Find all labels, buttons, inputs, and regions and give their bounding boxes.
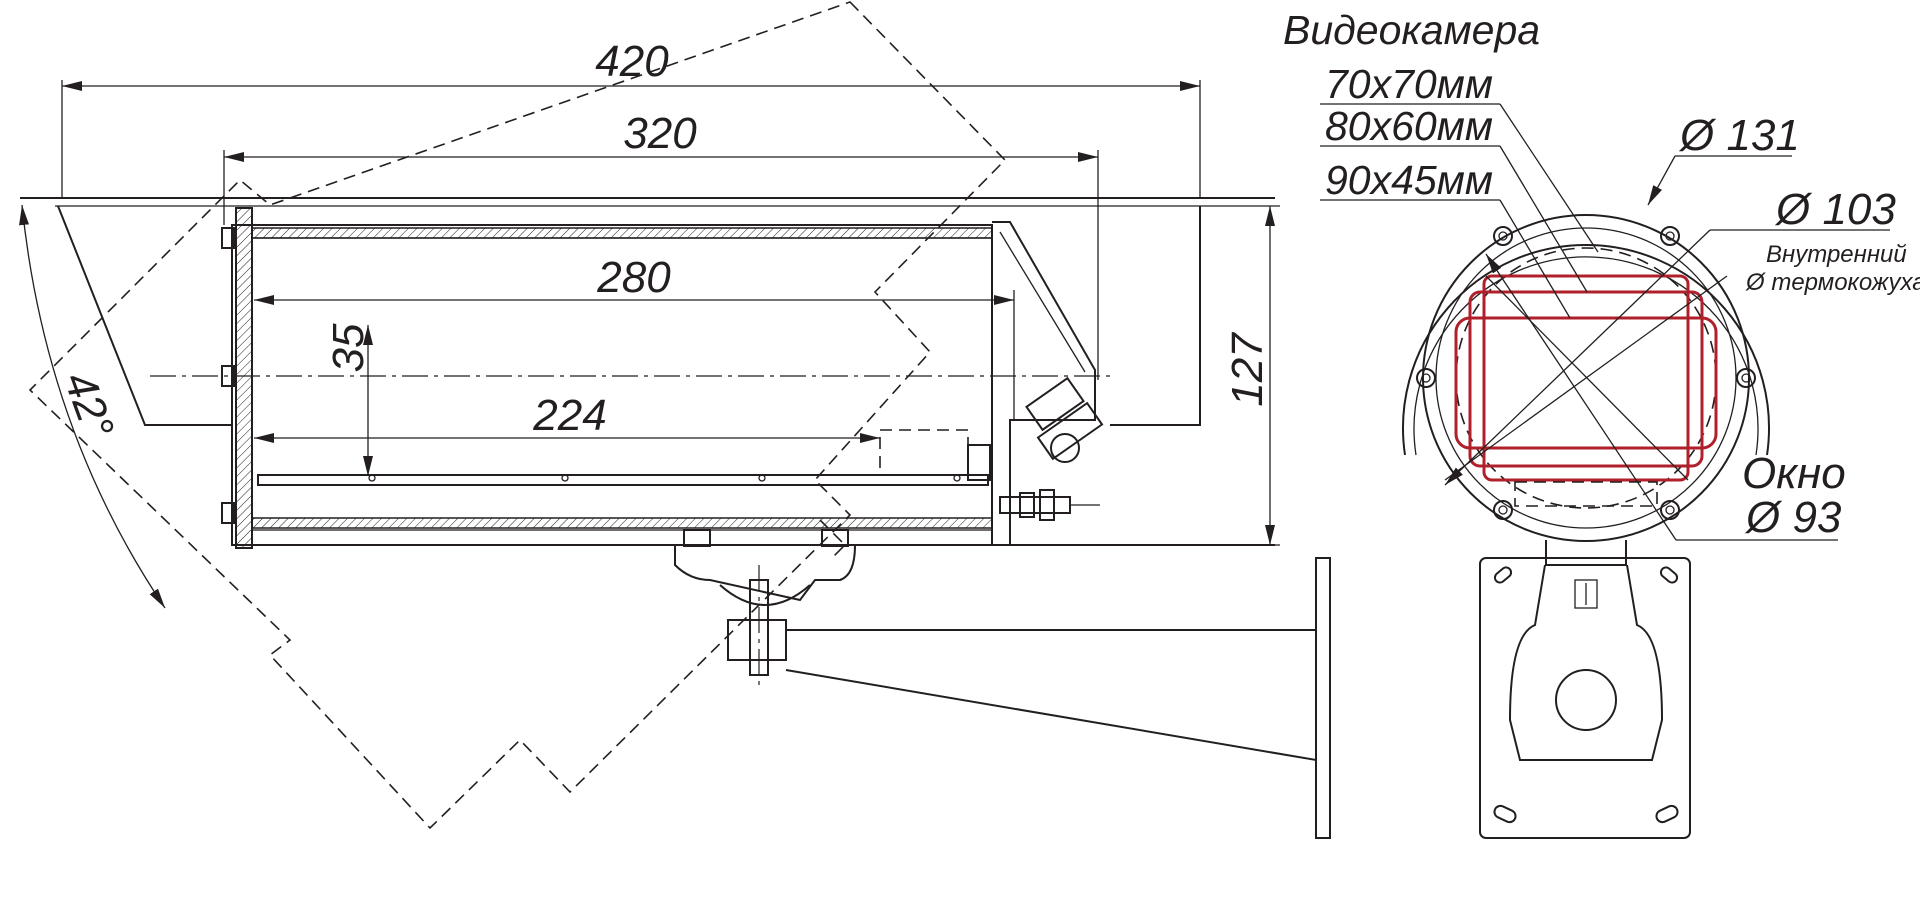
dim-35-label: 35	[324, 323, 373, 372]
dim-angle-42: 42°	[19, 204, 166, 609]
dim-320: 320	[223, 109, 1099, 380]
cable-gland	[1025, 376, 1104, 463]
camera-outline-90x45	[1454, 316, 1718, 450]
sunshield-arc	[1402, 244, 1770, 456]
dim-224-label: 224	[532, 391, 606, 440]
front-bracket	[1479, 540, 1691, 839]
dim-127: 127	[1100, 205, 1280, 546]
dim-420: 420	[61, 37, 1201, 198]
flange-bolts	[1416, 226, 1756, 520]
mount-bracket	[674, 529, 1331, 839]
dim-280-label: 280	[596, 253, 671, 302]
top-wall	[251, 227, 993, 239]
dim-320-label: 320	[623, 109, 697, 158]
tilt-silhouette	[28, 1, 1007, 830]
camera-outline-70x70	[1482, 274, 1690, 482]
dim-224: 224	[254, 391, 880, 443]
dim-35: 35	[324, 323, 373, 476]
camera-size-70x70: 70х70мм	[1325, 61, 1493, 107]
dim-angle-label: 42°	[54, 365, 123, 444]
base-slot	[1514, 481, 1658, 507]
front-screw-bot	[221, 502, 235, 524]
inner-diameter-label: Ø 103	[1774, 185, 1896, 234]
inner-diameter-note-1: Внутренний	[1766, 241, 1907, 268]
inner-diameter-callout: Ø 103 Внутренний Ø термокожуха	[1444, 185, 1920, 486]
bottom-wall	[251, 517, 993, 529]
camera-base-plate	[257, 474, 989, 486]
dim-127-label: 127	[1223, 332, 1272, 407]
front-flange	[235, 207, 253, 549]
outer-diameter-label: Ø 131	[1678, 111, 1800, 160]
front-view: Видеокамера 70х70мм 80х60мм 90х45мм Ø 13…	[1283, 7, 1920, 839]
camera-size-80x60: 80х60мм	[1325, 103, 1493, 149]
dim-280: 280	[254, 253, 1015, 420]
camera-size-90x45: 90х45мм	[1325, 157, 1493, 203]
rear-cap	[992, 221, 1096, 546]
base-block-2	[967, 444, 991, 481]
dim-420-label: 420	[595, 37, 669, 86]
outer-diameter-callout: Ø 131	[1647, 111, 1800, 206]
window-label: Окно	[1742, 449, 1846, 498]
base-block	[879, 429, 969, 476]
rear-connector	[999, 489, 1100, 521]
sunshield-rear	[1110, 206, 1201, 426]
side-view: 420 320 280 224 35 127	[19, 1, 1331, 839]
camera-labels: Видеокамера 70х70мм 80х60мм 90х45мм	[1283, 7, 1599, 319]
window-callout: Окно Ø 93	[1485, 253, 1846, 542]
front-screw-top	[221, 227, 235, 249]
housing-circle	[1422, 214, 1750, 542]
camera-title: Видеокамера	[1283, 7, 1540, 53]
rear-cap-inner	[999, 231, 1086, 373]
inner-diameter-note-2: Ø термокожуха	[1745, 269, 1920, 296]
camera-outline-80x60	[1468, 290, 1704, 468]
window-diameter-label: Ø 93	[1744, 493, 1842, 542]
